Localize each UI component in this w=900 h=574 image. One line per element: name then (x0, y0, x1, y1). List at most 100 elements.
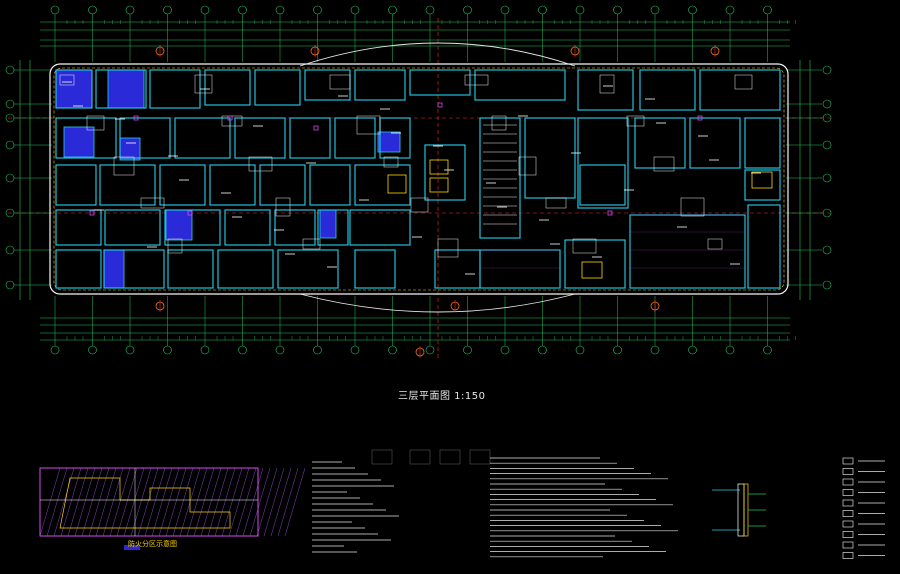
column-marker (313, 125, 319, 131)
partition (464, 74, 489, 86)
partition (599, 74, 615, 94)
partition (518, 156, 537, 176)
hatch-line (165, 467, 187, 537)
grid-bubble (725, 5, 735, 15)
grid-bubble (388, 345, 397, 355)
grid-bubble (5, 140, 15, 150)
legend-swatch (842, 457, 854, 465)
hatch-line (228, 467, 250, 537)
grid-bubble (650, 5, 660, 15)
hatch-line (74, 467, 96, 537)
legend-swatch (842, 520, 854, 528)
room (354, 69, 406, 101)
room (744, 169, 781, 201)
room (579, 164, 626, 206)
grid-bubble (238, 5, 247, 15)
grid-bubble (200, 345, 210, 355)
hatch-line (270, 467, 292, 537)
table-cell (439, 449, 461, 465)
grid-bubble (822, 208, 832, 218)
grid-bubble (500, 345, 510, 355)
hatch-line (88, 467, 110, 537)
legend-swatch (842, 541, 854, 549)
grid-bubble (163, 5, 172, 15)
room (699, 69, 781, 111)
hatch-line (242, 467, 264, 537)
grid-lines-left (5, 65, 52, 290)
room (747, 204, 781, 289)
grid-bubble (822, 140, 832, 150)
grid-bubble (350, 345, 360, 355)
grid-bubble (763, 345, 772, 355)
grid-bubble (50, 345, 60, 355)
partition (383, 156, 399, 168)
partition (410, 197, 429, 213)
partition (491, 115, 507, 131)
column-marker (607, 210, 613, 216)
room (309, 164, 351, 206)
partition (653, 156, 675, 172)
grid-bubble (822, 65, 832, 75)
grid-bubble (650, 345, 660, 355)
partition (59, 74, 75, 86)
hatch-line (172, 467, 194, 537)
grid-bubble (575, 5, 585, 15)
table-cell (371, 449, 393, 465)
room (424, 144, 466, 201)
room (689, 117, 741, 169)
room (744, 117, 781, 169)
grid-bubble (275, 5, 285, 15)
hatch-line (256, 467, 278, 537)
room (379, 117, 411, 159)
partition (302, 238, 321, 250)
hatch-line (60, 467, 82, 537)
room (103, 249, 165, 289)
column-marker (697, 115, 703, 121)
stair (429, 159, 449, 175)
grid-bubble (463, 5, 472, 15)
partition (167, 238, 183, 254)
room (95, 69, 147, 109)
grid-bubble (125, 345, 135, 355)
building-outline (49, 63, 789, 295)
room (289, 117, 331, 159)
hatch-line (193, 467, 215, 537)
grid-bubble (50, 5, 60, 15)
wall-section-detail (712, 483, 766, 537)
hatch-line (39, 467, 61, 537)
hatch-line (263, 467, 285, 537)
legend-swatch (842, 510, 854, 517)
room-walls (55, 69, 781, 289)
room-partitions (59, 74, 753, 258)
hatch-line (200, 467, 222, 537)
grid-bubble (125, 5, 135, 15)
hatch-line (81, 467, 103, 537)
general-notes (312, 449, 678, 558)
column-marker (227, 115, 233, 121)
grid-bubble (538, 345, 547, 355)
fire-zone-key-plan (39, 467, 306, 550)
room (634, 117, 686, 169)
column-marker (437, 102, 443, 108)
hatch-line (130, 467, 152, 537)
hatch-line (137, 467, 159, 537)
room (317, 209, 349, 246)
hatch-line (53, 467, 75, 537)
partition (545, 197, 567, 209)
grid-bubble (88, 345, 97, 355)
room-labels (62, 81, 761, 275)
room (639, 69, 696, 111)
room (55, 209, 102, 246)
partition (437, 238, 459, 258)
grid-lines-bottom (50, 296, 796, 355)
partition (680, 197, 705, 217)
hatch-line (214, 467, 236, 537)
grid-lines-top (50, 5, 796, 62)
column-marker (89, 210, 95, 216)
legend-swatch (842, 489, 854, 496)
grid-bubble (200, 5, 210, 15)
room (259, 164, 306, 206)
room (104, 209, 161, 246)
grid-bubble (463, 345, 472, 355)
